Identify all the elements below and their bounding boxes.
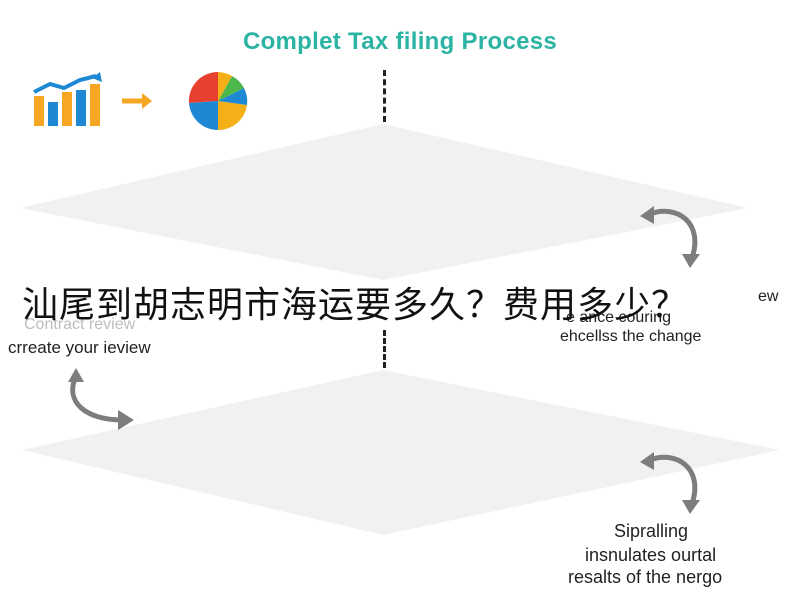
bottom-right-label-2: insnulates ourtal <box>585 545 717 565</box>
right-upper-label-3: ehcellss the change <box>560 328 702 345</box>
upper-diamond <box>20 124 748 280</box>
right-upper-label-2: e ance couring <box>566 309 671 326</box>
right-arrow-icon <box>122 93 152 109</box>
cycle-arrow-icon <box>68 368 134 430</box>
dashed-connector-middle <box>383 330 386 368</box>
bar-chart-icon <box>33 72 102 126</box>
overlay-question-text: 汕尾到胡志明市海运要多久？费用多少？ <box>22 285 689 326</box>
bottom-right-label-1: Sipralling <box>614 521 689 541</box>
pie-chart-icon <box>188 71 248 131</box>
cycle-arrow-icon <box>640 452 700 514</box>
lower-diamond <box>22 370 780 535</box>
cycle-arrow-icon <box>640 206 700 268</box>
left-lower-faint-label: Contract review <box>24 316 136 333</box>
dashed-connector-top <box>383 70 386 122</box>
bottom-right-label-3: resalts of the nergo <box>568 567 723 587</box>
left-lower-label: crreate your ieview <box>8 338 151 357</box>
right-upper-label-1: ew <box>758 288 779 305</box>
diagram-title: Complet Tax filing Process <box>242 28 558 55</box>
